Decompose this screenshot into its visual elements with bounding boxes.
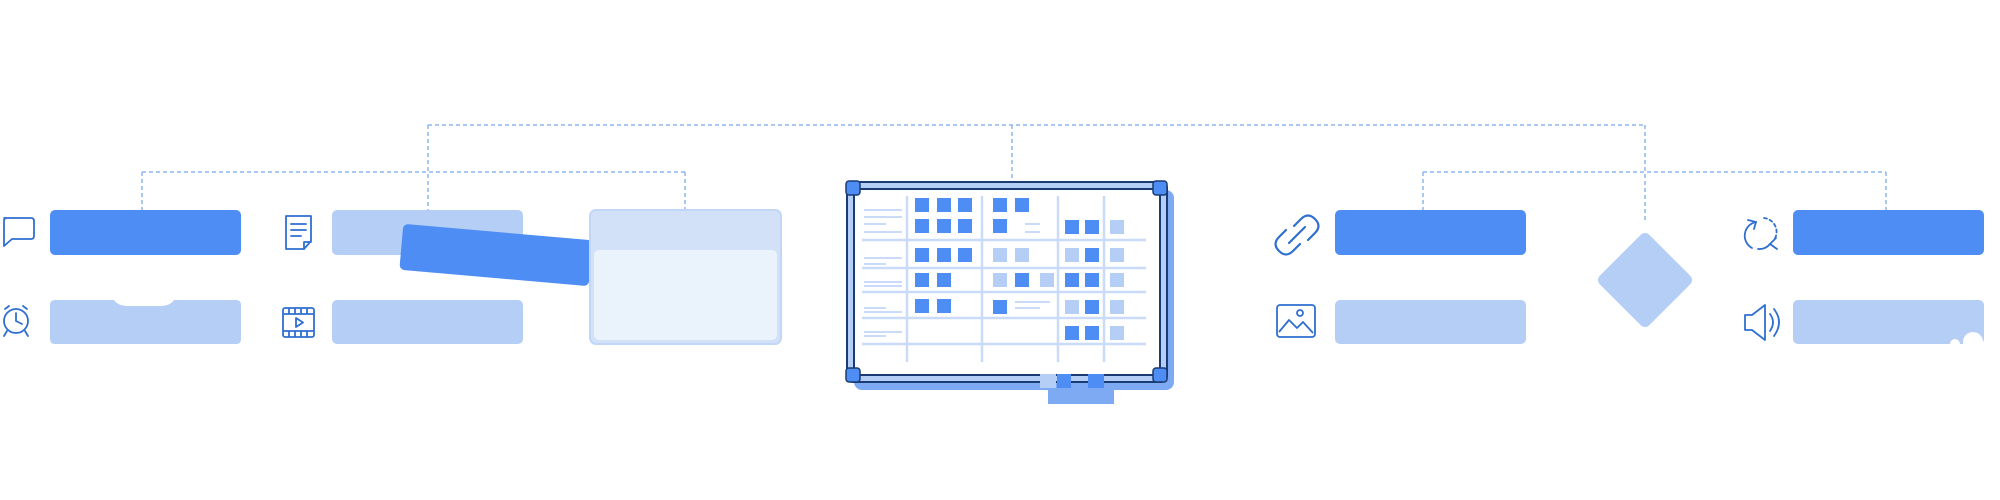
speaker-bar-bubbles — [1950, 332, 1983, 352]
calendar-cell — [958, 198, 972, 212]
calendar-cell — [1110, 248, 1124, 262]
calendar-cell — [915, 248, 929, 262]
speaker-bar[interactable] — [1793, 300, 1984, 344]
image-icon — [1276, 304, 1316, 338]
calendar-cell — [937, 219, 951, 233]
board-cells — [915, 198, 1124, 340]
calendar-cell — [915, 299, 929, 313]
calendar-cell — [915, 198, 929, 212]
calendar-cell — [1015, 248, 1029, 262]
board-stand — [1048, 388, 1114, 404]
video-file-icon — [282, 307, 315, 338]
calendar-cell — [1110, 326, 1124, 340]
calendar-cell — [1065, 326, 1079, 340]
calendar-cell — [1065, 220, 1079, 234]
calendar-cell — [915, 219, 929, 233]
chat-bubble-icon — [3, 217, 35, 247]
calendar-cell — [1085, 248, 1099, 262]
speaker-icon — [1744, 304, 1780, 341]
calendar-cell — [1110, 300, 1124, 314]
alarm-bar[interactable] — [50, 300, 241, 344]
calendar-cell — [1015, 198, 1029, 212]
floating-card[interactable] — [399, 224, 593, 286]
stacked-panel[interactable] — [589, 209, 782, 345]
calendar-cell — [1040, 273, 1054, 287]
calendar-cell — [1085, 326, 1099, 340]
connector-lines — [141, 124, 1887, 222]
calendar-cell — [993, 300, 1007, 314]
calendar-cell — [1110, 220, 1124, 234]
calendar-cell — [937, 299, 951, 313]
stacked-panel-inner — [594, 250, 777, 340]
chat-bar[interactable] — [50, 210, 241, 255]
calendar-cell — [993, 198, 1007, 212]
link-bar[interactable] — [1335, 210, 1526, 255]
diamond-shape[interactable] — [1596, 231, 1695, 330]
calendar-cell — [1085, 273, 1099, 287]
calendar-cell — [915, 273, 929, 287]
calendar-board — [845, 180, 1174, 404]
calendar-cell — [993, 219, 1007, 233]
alarm-clock-icon — [3, 305, 29, 337]
refresh-bar[interactable] — [1793, 210, 1984, 255]
calendar-cell — [1065, 300, 1079, 314]
left-group — [3, 209, 782, 345]
calendar-cell — [1065, 248, 1079, 262]
calendar-cell — [993, 248, 1007, 262]
board-stand-blocks — [1040, 374, 1104, 388]
calendar-cell — [937, 198, 951, 212]
calendar-cell — [1085, 300, 1099, 314]
calendar-cell — [937, 273, 951, 287]
calendar-cell — [958, 248, 972, 262]
video-bar[interactable] — [332, 300, 523, 344]
board-corners — [845, 180, 1168, 383]
board-grid — [862, 196, 1146, 362]
link-icon — [1274, 214, 1320, 256]
calendar-cell — [958, 219, 972, 233]
refresh-icon — [1743, 217, 1778, 250]
calendar-cell — [1110, 273, 1124, 287]
calendar-cell — [1085, 220, 1099, 234]
calendar-cell — [1065, 273, 1079, 287]
calendar-cell — [1015, 273, 1029, 287]
calendar-cell — [937, 248, 951, 262]
image-bar[interactable] — [1335, 300, 1526, 344]
calendar-cell — [993, 273, 1007, 287]
document-edit-icon — [285, 215, 312, 250]
right-group — [1274, 210, 1984, 352]
